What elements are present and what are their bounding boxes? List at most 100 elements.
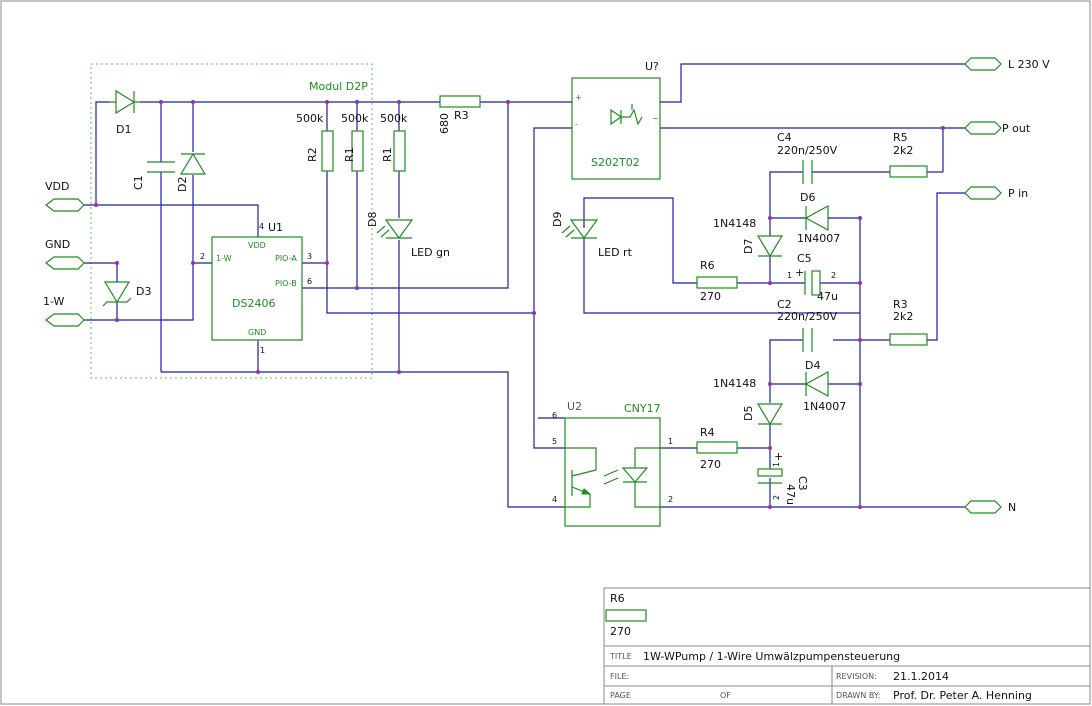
svg-text:D6: D6 bbox=[800, 191, 815, 204]
svg-text:+: + bbox=[575, 93, 582, 102]
svg-text:1: 1 bbox=[772, 462, 781, 467]
resistor-r2: 500k R2 bbox=[296, 112, 334, 172]
svg-text:GND: GND bbox=[248, 328, 266, 337]
resistor-r4: R4 270 bbox=[696, 426, 738, 471]
svg-text:DS2406: DS2406 bbox=[232, 297, 275, 310]
diode-d3: D3 bbox=[102, 281, 151, 307]
svg-text:270: 270 bbox=[700, 290, 721, 303]
wires bbox=[84, 63, 965, 508]
svg-text:D8: D8 bbox=[366, 212, 379, 227]
svg-text:2: 2 bbox=[200, 252, 205, 261]
svg-text:2: 2 bbox=[831, 271, 836, 280]
led-d8: D8 LED gn bbox=[366, 212, 450, 259]
optocoupler-u2-cny17: U2 CNY17 6 5 4 1 2 bbox=[552, 400, 673, 527]
svg-text:LED gn: LED gn bbox=[411, 246, 450, 259]
port-l230v: L 230 V bbox=[964, 57, 1050, 71]
svg-text:2: 2 bbox=[772, 495, 781, 500]
svg-text:R1: R1 bbox=[343, 147, 356, 162]
svg-text:2: 2 bbox=[668, 495, 673, 504]
port-gnd: GND bbox=[45, 238, 85, 270]
port-vdd: VDD bbox=[45, 180, 85, 212]
svg-text:D4: D4 bbox=[805, 359, 820, 372]
svg-text:1N4148: 1N4148 bbox=[713, 377, 756, 390]
svg-text:~: ~ bbox=[652, 114, 659, 123]
diode-d1: D1 bbox=[110, 89, 140, 136]
svg-text:1-W: 1-W bbox=[43, 295, 65, 308]
diode-d5: 1N4148 D5 bbox=[713, 377, 784, 426]
svg-text:C2: C2 bbox=[777, 298, 792, 311]
port-pin: P in bbox=[964, 186, 1028, 200]
title-block-r6: R6 bbox=[610, 592, 625, 605]
svg-text:C1: C1 bbox=[132, 175, 145, 190]
svg-text:R2: R2 bbox=[306, 147, 319, 162]
resistor-r3-2k2: R3 2k2 bbox=[889, 298, 928, 346]
capacitor-c4: C4 220n/250V bbox=[777, 131, 838, 184]
diode-d2: D2 bbox=[176, 152, 207, 192]
svg-text:C3: C3 bbox=[796, 476, 809, 491]
svg-text:500k: 500k bbox=[380, 112, 408, 125]
svg-text:R4: R4 bbox=[700, 426, 715, 439]
svg-text:N: N bbox=[1008, 501, 1016, 514]
svg-text:D1: D1 bbox=[116, 123, 131, 136]
diode-d4: D4 1N4007 bbox=[803, 359, 846, 413]
svg-text:2k2: 2k2 bbox=[893, 310, 913, 323]
svg-text:270: 270 bbox=[700, 458, 721, 471]
svg-text:VDD: VDD bbox=[45, 180, 69, 193]
page-key: PAGE bbox=[610, 691, 631, 700]
svg-text:3: 3 bbox=[307, 252, 312, 261]
capacitor-c2: C2 220n/250V bbox=[777, 298, 838, 352]
svg-text:1: 1 bbox=[260, 346, 265, 355]
capacitor-c3: 1 + 2 C3 47u bbox=[757, 452, 809, 505]
title-block-r6-value: 270 bbox=[610, 625, 631, 638]
svg-text:2k2: 2k2 bbox=[893, 144, 913, 157]
module-d2p-border bbox=[90, 63, 373, 379]
svg-text:1N4007: 1N4007 bbox=[803, 400, 846, 413]
title-value: 1W-WPump / 1-Wire Umwälzpumpensteuerung bbox=[643, 650, 900, 663]
drawn-by-key: DRAWN BY: bbox=[836, 691, 880, 700]
led-d9: D9 LED rt bbox=[551, 212, 633, 259]
svg-text:1: 1 bbox=[668, 437, 673, 446]
revision-value: 21.1.2014 bbox=[893, 670, 949, 683]
svg-text:5: 5 bbox=[552, 437, 557, 446]
svg-text:680: 680 bbox=[438, 113, 451, 134]
svg-text:P in: P in bbox=[1008, 187, 1028, 200]
svg-text:1N4148: 1N4148 bbox=[713, 217, 756, 230]
ic-u1-ds2406: U1 DS2406 VDD 1-W PIO-A PIO-B GND 4 2 3 … bbox=[200, 221, 312, 355]
svg-text:S202T02: S202T02 bbox=[591, 156, 640, 169]
svg-text:U1: U1 bbox=[268, 221, 283, 234]
port-n: N bbox=[964, 500, 1016, 514]
diode-d7: 1N4148 D7 bbox=[713, 217, 784, 258]
svg-text:D5: D5 bbox=[742, 406, 755, 421]
svg-text:+: + bbox=[795, 266, 804, 279]
svg-text:220n/250V: 220n/250V bbox=[777, 310, 838, 323]
svg-text:P out: P out bbox=[1002, 122, 1031, 135]
svg-text:+: + bbox=[772, 452, 785, 461]
resistor-r5: R5 2k2 bbox=[889, 131, 928, 178]
svg-text:-: - bbox=[575, 120, 578, 129]
svg-text:GND: GND bbox=[45, 238, 70, 251]
resistor-r1b: 500k R1 bbox=[380, 112, 408, 172]
svg-text:C4: C4 bbox=[777, 131, 792, 144]
svg-text:1: 1 bbox=[787, 271, 792, 280]
svg-text:1-W: 1-W bbox=[216, 254, 232, 263]
svg-text:PIO-B: PIO-B bbox=[275, 279, 297, 288]
svg-text:D9: D9 bbox=[551, 212, 564, 227]
svg-text:D2: D2 bbox=[176, 177, 189, 192]
svg-text:C5: C5 bbox=[797, 252, 812, 265]
svg-text:U2: U2 bbox=[567, 400, 582, 413]
junction-dots bbox=[94, 100, 945, 509]
file-key: FILE: bbox=[610, 672, 629, 681]
svg-text:4: 4 bbox=[259, 222, 264, 231]
svg-text:220n/250V: 220n/250V bbox=[777, 144, 838, 157]
title-block: R6 270 TITLE 1W-WPump / 1-Wire Umwälzpum… bbox=[603, 587, 1091, 705]
svg-text:500k: 500k bbox=[341, 112, 369, 125]
port-1w: 1-W bbox=[43, 295, 85, 327]
relay-s202t02: U? S202T02 + - ~ bbox=[571, 60, 661, 180]
svg-text:R3: R3 bbox=[893, 298, 908, 311]
svg-text:LED rt: LED rt bbox=[598, 246, 633, 259]
svg-text:R3: R3 bbox=[454, 109, 469, 122]
title-key: TITLE bbox=[609, 652, 632, 661]
svg-text:6: 6 bbox=[552, 411, 557, 420]
capacitor-c1: C1 bbox=[132, 161, 175, 190]
